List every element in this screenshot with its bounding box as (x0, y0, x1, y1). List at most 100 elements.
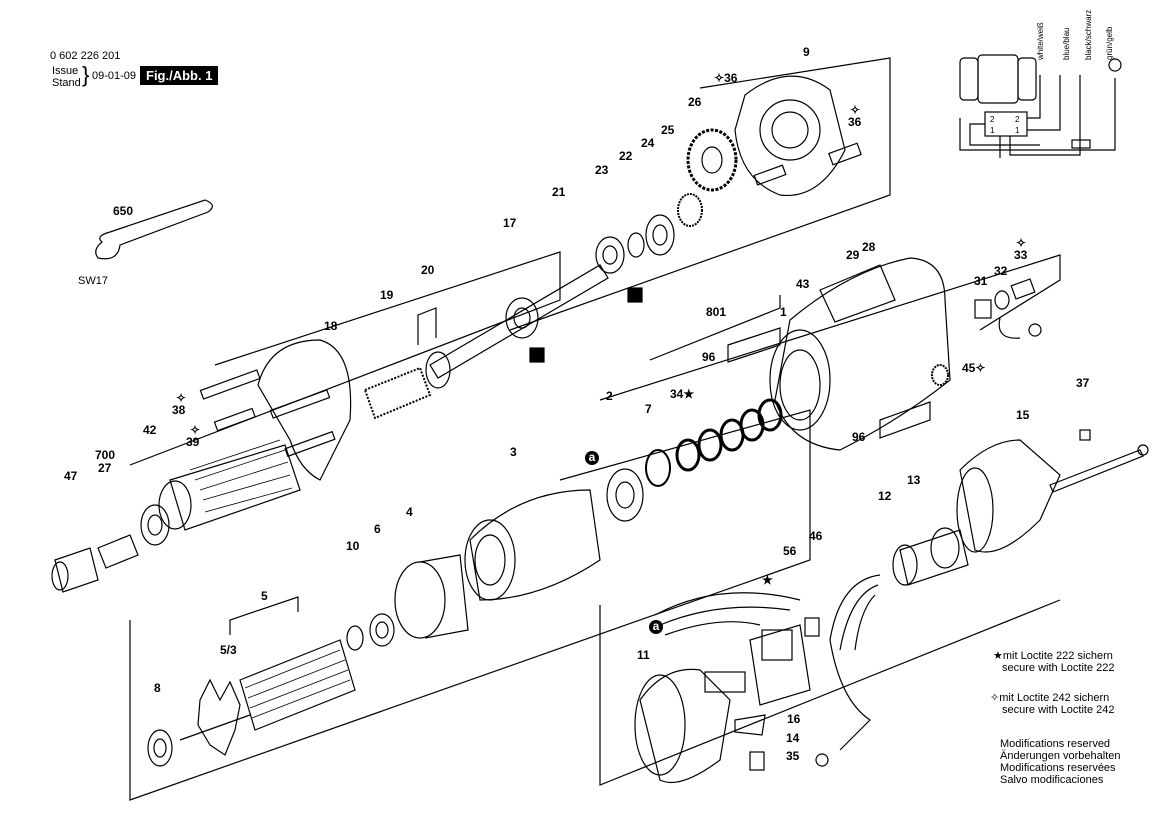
wires-56 (654, 592, 801, 636)
part-label-23: 23 (595, 163, 609, 177)
part-label-46: 46 (809, 529, 823, 543)
part-label-39: ✧39 (186, 423, 201, 449)
part-label-13: 13 (907, 473, 921, 487)
part-label-35: 35 (786, 749, 800, 763)
part-number: 0 602 226 201 (50, 50, 121, 62)
loctite-242-icon: ✧ (975, 361, 986, 375)
part-20 (417, 307, 451, 389)
gear-26 (686, 128, 738, 192)
part-label-56: 56 (783, 544, 797, 558)
wrench-650 (95, 199, 213, 260)
screw-36 (753, 142, 862, 186)
end-cap-11 (634, 668, 746, 784)
part-label-16: 16 (787, 712, 801, 726)
wire-label-blue: blue/blau (1062, 27, 1071, 60)
bearing-2 (606, 468, 644, 522)
part-label-43: 43 (796, 277, 810, 291)
terminal-2-left: 2 (990, 115, 995, 124)
bearing-17 (505, 297, 545, 363)
connection-marker-a2: a (649, 620, 663, 634)
part-label-38: ✧38 (172, 391, 187, 417)
handle-15 (956, 439, 1061, 553)
pinion-25 (677, 193, 703, 227)
loctite-242-icon: ✧ (176, 391, 187, 405)
stator-3 (464, 489, 601, 601)
switch-16 (749, 624, 811, 706)
part-label-8: 8 (154, 681, 161, 695)
brush-set-801 (645, 295, 783, 487)
part-label-24: 24 (641, 136, 655, 150)
loctite-242-icon: ✧ (850, 103, 861, 117)
part-label-45: 45✧ (962, 361, 986, 375)
loctite-222-icon: ★ (993, 650, 1003, 662)
part-label-32: 32 (994, 264, 1008, 278)
bearing-24 (645, 214, 675, 256)
part-label-33: ✧33 (1014, 236, 1028, 262)
part-label-34: 34★ (670, 387, 695, 401)
part-label-650: 650 (113, 204, 134, 218)
collet-27 (97, 534, 139, 569)
part-label-10: 10 (346, 539, 360, 553)
motor-housing-28 (769, 257, 951, 451)
part-label-27: 27 (98, 461, 112, 475)
figure-label: Fig./Abb. 1 (140, 66, 219, 85)
threaded-part-19 (363, 366, 432, 420)
part-label-5: 5 (261, 589, 268, 603)
loctite-242-icon: ✧ (190, 423, 201, 437)
issue-label: Issue (52, 65, 79, 77)
wiring-diagram (959, 54, 1122, 158)
part-label-6: 6 (374, 522, 381, 536)
terminal-1-right: 1 (1015, 126, 1020, 135)
part-label-12: 12 (878, 489, 892, 503)
screws-38-39 (199, 369, 336, 458)
nut-47 (51, 547, 99, 593)
ring-10 (346, 625, 364, 651)
terminal-1-left: 1 (990, 126, 995, 135)
loctite-242-icon: ✧ (714, 71, 725, 85)
screw-37 (1049, 429, 1149, 493)
armature-5 (179, 596, 356, 756)
stand-label: Stand (52, 77, 81, 89)
clamp-14 (734, 714, 766, 736)
part-label-21: 21 (552, 185, 566, 199)
legend-loctite-222: ★mit Loctite 222 sichern secure with Loc… (993, 650, 1115, 674)
modifications-notice: Modifications reserved Änderungen vorbeh… (1000, 738, 1121, 786)
part-label-2: 2 (606, 389, 613, 403)
part-label-14: 14 (786, 731, 800, 745)
ground-parts-31-33 (974, 278, 1042, 339)
part-label-36b: ✧36 (848, 103, 862, 129)
legend-loctite-242: ✧mit Loctite 242 sichern secure with Loc… (990, 692, 1115, 716)
gear-housing-9 (734, 75, 846, 197)
screw-45 (931, 364, 949, 386)
tool-size-label: SW17 (78, 275, 108, 287)
cover-4 (394, 554, 469, 639)
part-label-5-3: 5/3 (220, 643, 237, 657)
part-label-7: 7 (645, 402, 652, 416)
part-label-20: 20 (421, 263, 435, 277)
wire-label-white: white/weiß (1036, 22, 1045, 60)
brace: } (82, 62, 90, 87)
part-label-700: 700 (95, 448, 116, 462)
part-label-96a: 96 (702, 350, 716, 364)
part-label-37: 37 (1076, 376, 1090, 390)
ring-22 (627, 232, 645, 258)
housing-18 (158, 339, 352, 531)
loctite-242-icon: ✧ (990, 692, 1000, 704)
terminal-2-right: 2 (1015, 115, 1020, 124)
plug-46 (804, 617, 820, 637)
label-96 (727, 327, 931, 439)
part-label-19: 19 (380, 288, 394, 302)
part-label-47: 47 (64, 469, 78, 483)
part-label-801: 801 (706, 305, 727, 319)
part-label-3: 3 (510, 445, 517, 459)
cable-sleeve-13 (892, 527, 969, 586)
part-label-4: 4 (406, 505, 413, 519)
wire-label-black: black/schwarz (1084, 9, 1093, 60)
part-label-25: 25 (661, 123, 675, 137)
loctite-222-marker: ★ (762, 573, 773, 587)
bearing-23 (595, 236, 625, 274)
part-label-1: 1 (780, 305, 787, 319)
ring-42 (140, 504, 170, 546)
part-label-17: 17 (503, 216, 517, 230)
part-label-26: 26 (688, 95, 702, 109)
